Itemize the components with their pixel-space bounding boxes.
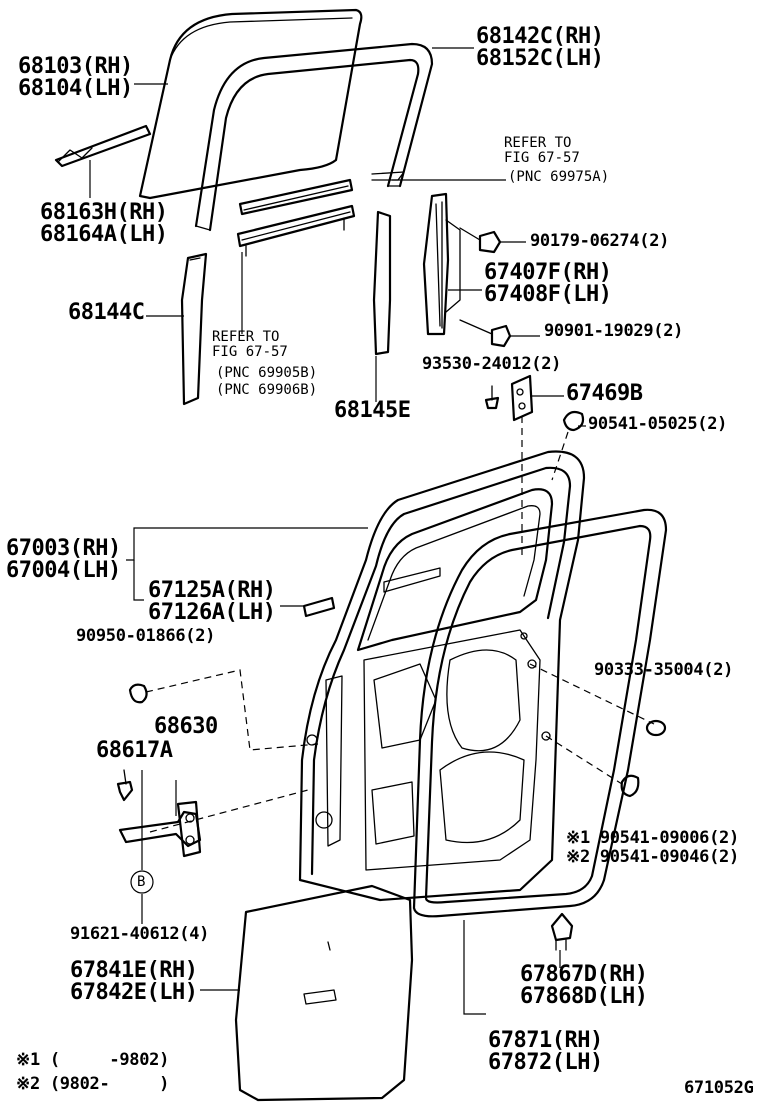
window-regulator-part — [422, 192, 461, 336]
screw-93530-part — [484, 385, 500, 410]
label-68617a: 68617A — [96, 738, 173, 763]
glass-run-channel-part — [194, 42, 434, 232]
label-93530: 93530-24012(2) — [422, 354, 562, 374]
footnote-2: ※2 (9802- ) — [16, 1074, 170, 1094]
footnote-1: ※1 ( -9802) — [16, 1050, 170, 1070]
label-68152c: 68152C(LH) — [476, 46, 604, 71]
label-90541-05025: 90541-05025(2) — [588, 414, 728, 434]
label-67407f: 67407F(RH) — [484, 260, 612, 285]
label-refer-fig-1: FIG 67-57 — [504, 150, 580, 166]
bolt-90901-part — [459, 319, 512, 348]
label-90541-09046: ※2 90541-09046(2) — [566, 847, 739, 867]
label-67872: 67872(LH) — [488, 1050, 603, 1075]
rear-lower-frame-part — [372, 210, 392, 356]
circle-b-marker — [130, 870, 154, 894]
label-90950: 90950-01866(2) — [76, 626, 216, 646]
figure-code: 671052G — [684, 1078, 754, 1098]
clip-67867d-part — [550, 912, 574, 951]
label-67126a: 67126A(LH) — [148, 600, 276, 625]
plug-90333-part — [645, 719, 667, 737]
label-68630: 68630 — [154, 714, 218, 739]
door-trim-board-part — [234, 884, 414, 1102]
label-90541-09006: ※1 90541-09006(2) — [566, 828, 739, 848]
rear-door-panel-part — [298, 450, 586, 902]
label-67868d: 67868D(LH) — [520, 984, 648, 1009]
label-68163h: 68163H(RH) — [40, 200, 168, 225]
label-67867d: 67867D(RH) — [520, 962, 648, 987]
inner-belt-weatherstrip-part — [238, 178, 354, 216]
label-68142c: 68142C(RH) — [476, 24, 604, 49]
leader-lines — [89, 47, 586, 1015]
label-68145e: 68145E — [334, 398, 411, 423]
label-68164a: 68164A(LH) — [40, 222, 168, 247]
belt-moulding-strip-part — [54, 124, 152, 168]
bolt-68617a-part — [116, 769, 134, 802]
label-91621: 91621-40612(4) — [70, 924, 210, 944]
bracket-67469b-part — [510, 374, 534, 422]
label-68103: 68103(RH) — [18, 54, 133, 79]
label-90333: 90333-35004(2) — [594, 660, 734, 680]
plug-90950-part — [128, 683, 148, 704]
label-refer-to-1: REFER TO — [504, 135, 572, 151]
clip-90541-09006-part — [620, 774, 640, 798]
door-weatherstrip-part — [412, 508, 668, 918]
door-check-hinge-part — [118, 800, 202, 858]
label-68104: 68104(LH) — [18, 76, 133, 101]
bracket-67125a-part — [302, 596, 336, 618]
label-refer-pnc-2: (PNC 69905B) — [216, 365, 318, 381]
label-68144c: 68144C — [68, 300, 145, 325]
label-refer-fig-2: FIG 67-57 — [212, 344, 288, 360]
label-67004: 67004(LH) — [6, 558, 121, 583]
front-lower-frame-part — [180, 252, 208, 406]
label-67408f: 67408F(LH) — [484, 282, 612, 307]
circle-b-label: B — [137, 874, 146, 890]
label-67841e: 67841E(RH) — [70, 958, 198, 983]
label-90901: 90901-19029(2) — [544, 321, 684, 341]
clip-90541-05025-part — [562, 410, 585, 432]
label-refer-to-2: REFER TO — [212, 329, 280, 345]
label-67871: 67871(RH) — [488, 1028, 603, 1053]
door-glass-part — [138, 8, 363, 200]
label-67469b: 67469B — [566, 381, 643, 406]
label-67842e: 67842E(LH) — [70, 980, 198, 1005]
label-refer-pnc-3: (PNC 69906B) — [216, 382, 318, 398]
label-67125a: 67125A(RH) — [148, 578, 276, 603]
nut-90179-part — [459, 227, 502, 254]
label-refer-pnc-1: (PNC 69975A) — [508, 169, 610, 185]
dashed-assembly-lines — [145, 416, 655, 833]
label-67003: 67003(RH) — [6, 536, 121, 561]
outer-belt-weatherstrip-part — [236, 204, 356, 257]
label-90179: 90179-06274(2) — [530, 231, 670, 251]
